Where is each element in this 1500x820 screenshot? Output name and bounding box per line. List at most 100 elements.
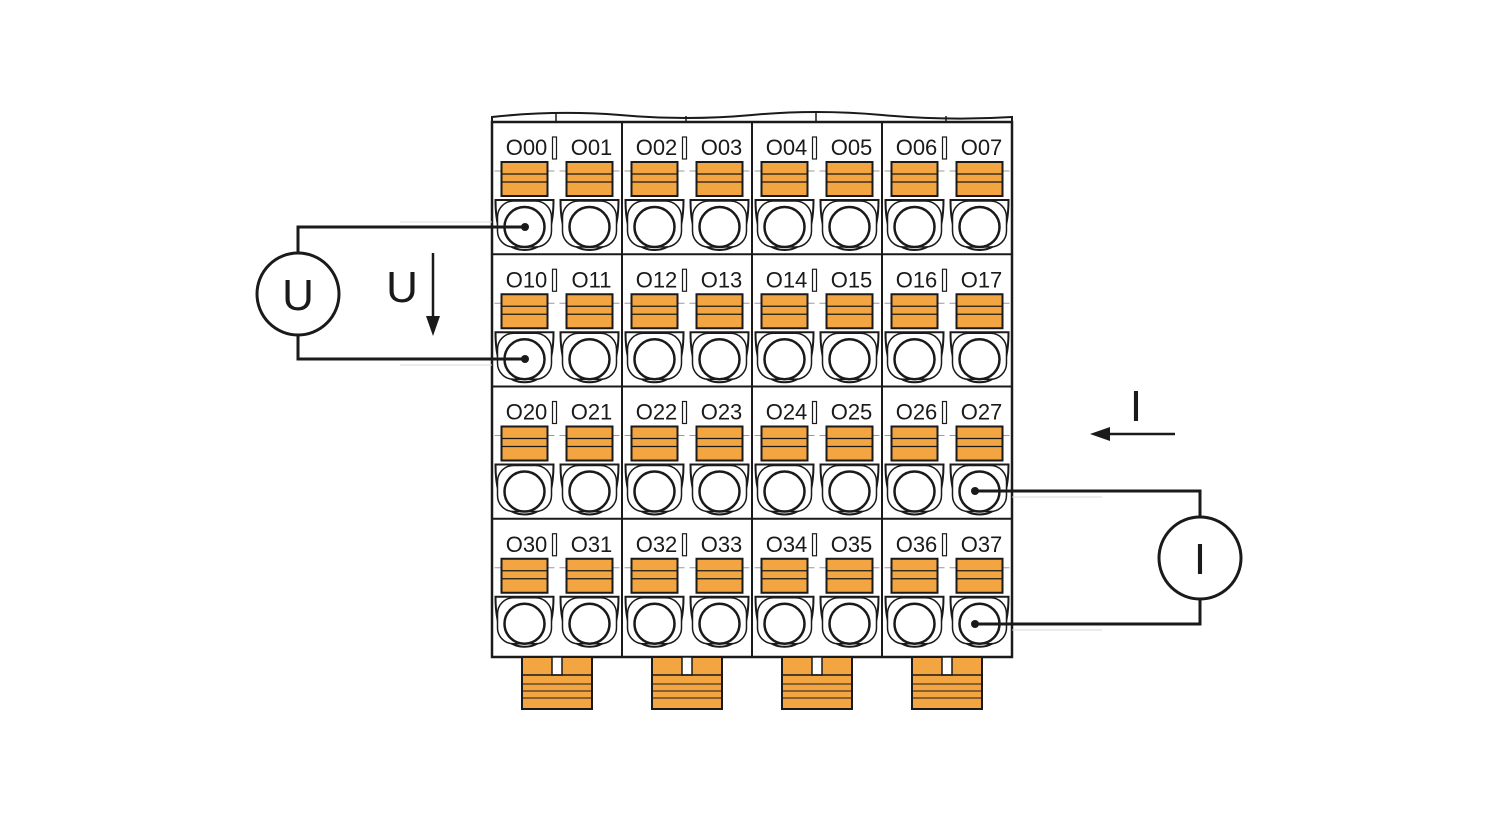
terminal-label: O21 xyxy=(571,400,613,425)
conductor-entry xyxy=(503,470,546,513)
ammeter-label: I xyxy=(1194,535,1206,584)
terminal-label: O05 xyxy=(831,135,873,160)
label-separator xyxy=(551,268,558,292)
label-separator xyxy=(811,268,818,292)
terminal-o12: O12 xyxy=(624,267,688,384)
label-separator xyxy=(551,400,558,425)
module-foot xyxy=(521,656,593,710)
push-button xyxy=(955,293,1004,330)
push-button xyxy=(955,557,1004,594)
foot-notch xyxy=(941,656,953,676)
push-button xyxy=(630,293,679,330)
push-button xyxy=(695,293,744,330)
foot-notch xyxy=(811,656,823,676)
push-button xyxy=(630,161,679,197)
label-separator xyxy=(941,533,948,557)
wire-end-o10 xyxy=(521,355,529,363)
conductor-entry xyxy=(568,470,611,513)
terminal-label: O07 xyxy=(961,135,1003,160)
terminal-o24: O24 xyxy=(754,400,818,516)
label-separator xyxy=(681,136,688,160)
terminal-o11: O11 xyxy=(559,267,620,384)
conductor-entry xyxy=(698,470,741,513)
conductor-entry xyxy=(763,338,806,381)
terminal-o04: O04 xyxy=(754,135,818,252)
terminal-label: O24 xyxy=(766,400,808,425)
conductor-entry xyxy=(763,205,806,249)
terminal-label: O20 xyxy=(506,400,548,425)
push-button xyxy=(760,161,809,197)
terminal-o07: O07 xyxy=(949,135,1010,252)
conductor-entry xyxy=(893,470,936,513)
terminal-label: O13 xyxy=(701,267,743,292)
conductor-entry xyxy=(893,338,936,381)
push-button xyxy=(825,293,874,330)
module-feet xyxy=(521,656,983,710)
conductor-entry xyxy=(828,205,871,249)
wire-end-o27 xyxy=(971,487,979,495)
label-separator xyxy=(551,533,558,557)
label-separator xyxy=(681,533,688,557)
module-top-cover xyxy=(491,111,1013,125)
terminal-label: O34 xyxy=(766,532,808,557)
label-separator xyxy=(681,268,688,292)
terminal-o06: O06 xyxy=(884,135,948,252)
voltmeter-label: U xyxy=(282,271,314,320)
terminal-label: O27 xyxy=(961,400,1003,425)
terminal-label: O06 xyxy=(896,135,938,160)
label-separator xyxy=(811,400,818,425)
terminal-label: O03 xyxy=(701,135,743,160)
push-button xyxy=(825,425,874,462)
push-button xyxy=(565,293,614,330)
conductor-entry xyxy=(958,338,1001,381)
push-button xyxy=(695,161,744,197)
terminal-label: O31 xyxy=(571,532,613,557)
push-button xyxy=(955,161,1004,197)
push-button xyxy=(565,557,614,594)
current-measurement: I I xyxy=(975,382,1243,631)
terminal-o16: O16 xyxy=(884,267,948,384)
terminal-o31: O31 xyxy=(559,532,620,648)
push-button xyxy=(760,425,809,462)
voltage-arrow-head xyxy=(426,316,440,336)
foot-notch xyxy=(681,656,693,676)
conductor-entry xyxy=(503,602,546,645)
label-separator xyxy=(941,268,948,292)
push-button xyxy=(500,557,549,594)
push-button xyxy=(500,425,549,462)
voltage-arrow-label: U xyxy=(386,263,418,312)
terminal-o30: O30 xyxy=(494,532,558,648)
label-separator xyxy=(941,400,948,425)
conductor-entry xyxy=(568,205,611,249)
terminal-o01: O01 xyxy=(559,135,620,252)
conductor-entry xyxy=(763,470,806,513)
terminal-o15: O15 xyxy=(819,267,880,384)
terminal-o37: O37 xyxy=(949,532,1010,648)
wire-end-o37 xyxy=(971,620,979,628)
conductor-entry xyxy=(828,338,871,381)
terminal-label: O02 xyxy=(636,135,678,160)
terminal-label: O15 xyxy=(831,267,873,292)
push-button xyxy=(825,557,874,594)
module-foot xyxy=(651,656,723,710)
push-button xyxy=(565,425,614,462)
conductor-entry xyxy=(698,602,741,645)
terminal-label: O04 xyxy=(766,135,808,160)
conductor-entry xyxy=(893,602,936,645)
terminal-o14: O14 xyxy=(754,267,818,384)
label-separator xyxy=(811,136,818,160)
conductor-entry xyxy=(633,338,676,381)
terminal-o36: O36 xyxy=(884,532,948,648)
push-button xyxy=(825,161,874,197)
push-button xyxy=(890,293,939,330)
push-button xyxy=(695,557,744,594)
terminal-o02: O02 xyxy=(624,135,688,252)
push-button xyxy=(955,425,1004,462)
push-button xyxy=(760,557,809,594)
conductor-entry xyxy=(633,470,676,513)
module-foot xyxy=(911,656,983,710)
conductor-entry xyxy=(698,338,741,381)
foot-notch xyxy=(551,656,563,676)
current-wire xyxy=(975,489,1202,626)
conductor-entry xyxy=(568,602,611,645)
